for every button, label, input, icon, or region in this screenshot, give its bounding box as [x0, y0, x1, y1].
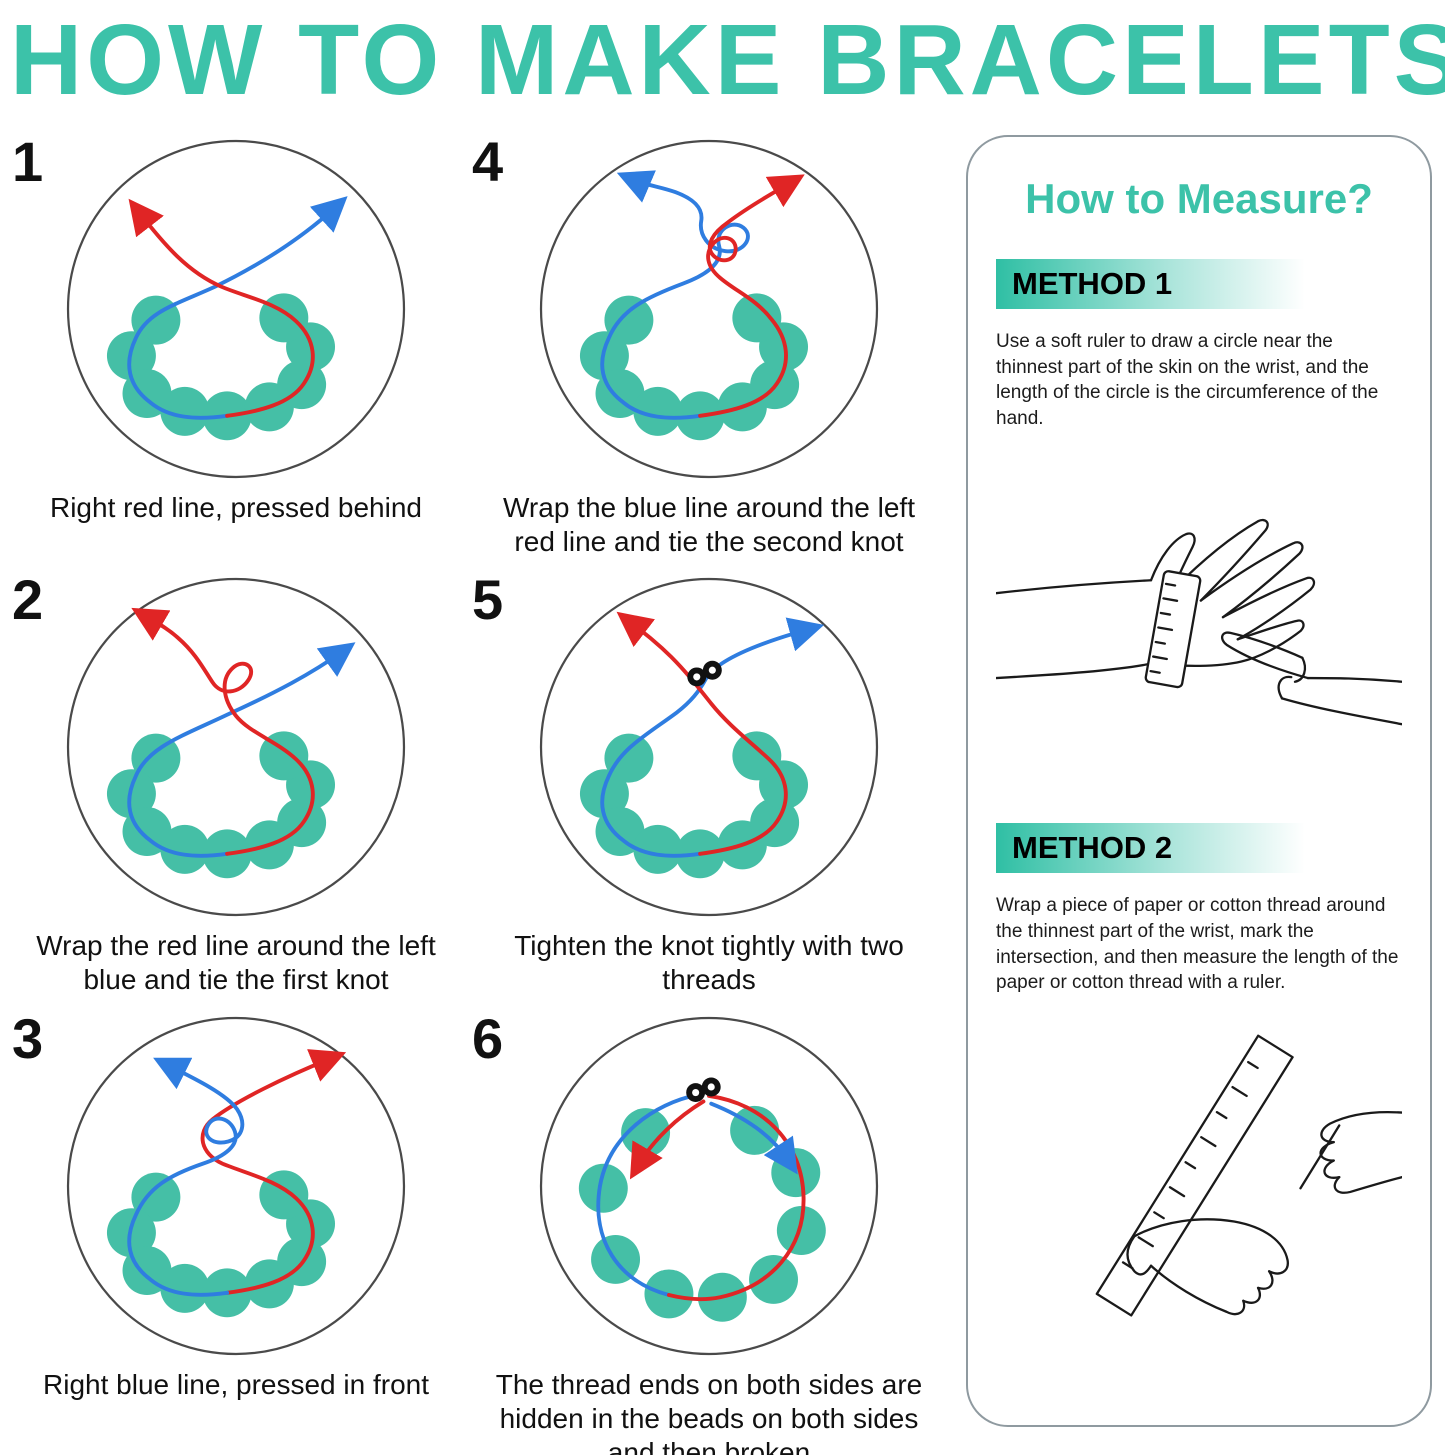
step-5-diagram-icon	[531, 569, 887, 925]
paper-strip-marking-illustration-icon	[996, 1024, 1402, 1338]
step-1-caption: Right red line, pressed behind	[49, 492, 422, 523]
step-4: 4	[470, 127, 948, 559]
content-area: 1	[10, 127, 1435, 1455]
how-to-measure-panel: How to Measure? METHOD 1 Use a soft rule…	[966, 135, 1432, 1427]
step-2-caption: Wrap the red line around the left blue a…	[36, 930, 436, 996]
step-6-diagram-icon	[531, 1008, 887, 1364]
step-2: 2	[10, 565, 462, 997]
step-4-diagram-icon	[531, 131, 887, 487]
step-5-caption: Tighten the knot tightly with two thread…	[514, 930, 904, 996]
step-2-diagram-icon	[58, 569, 414, 925]
step-1: 1	[10, 127, 462, 559]
step-1-diagram-icon	[58, 131, 414, 487]
page-title: HOW TO MAKE BRACELETS	[10, 4, 1445, 116]
step-3-number: 3	[12, 1006, 44, 1070]
step-6-caption: The thread ends on both sides are hidden…	[495, 1368, 923, 1455]
method-1-text: Use a soft ruler to draw a circle near t…	[996, 331, 1379, 429]
step-3-caption: Right blue line, pressed in front	[43, 1368, 429, 1400]
step-6: 6	[470, 1004, 948, 1455]
measure-panel-title: How to Measure?	[1025, 175, 1373, 222]
step-5-number: 5	[472, 568, 504, 632]
step-2-number: 2	[12, 568, 44, 632]
wrist-ruler-measuring-illustration-icon	[996, 464, 1402, 778]
method-1-heading: METHOD 1	[996, 259, 1305, 309]
step-1-number: 1	[12, 130, 44, 193]
steps-grid: 1	[10, 127, 948, 1455]
step-5: 5	[470, 565, 948, 997]
step-4-caption: Wrap the blue line around the left red l…	[503, 492, 915, 558]
step-6-number: 6	[472, 1006, 504, 1070]
method-2-text: Wrap a piece of paper or cotton thread a…	[996, 895, 1399, 994]
step-4-number: 4	[472, 130, 504, 193]
step-3: 3	[10, 1004, 462, 1455]
method-2-heading: METHOD 2	[996, 823, 1305, 874]
step-3-diagram-icon	[58, 1008, 414, 1364]
